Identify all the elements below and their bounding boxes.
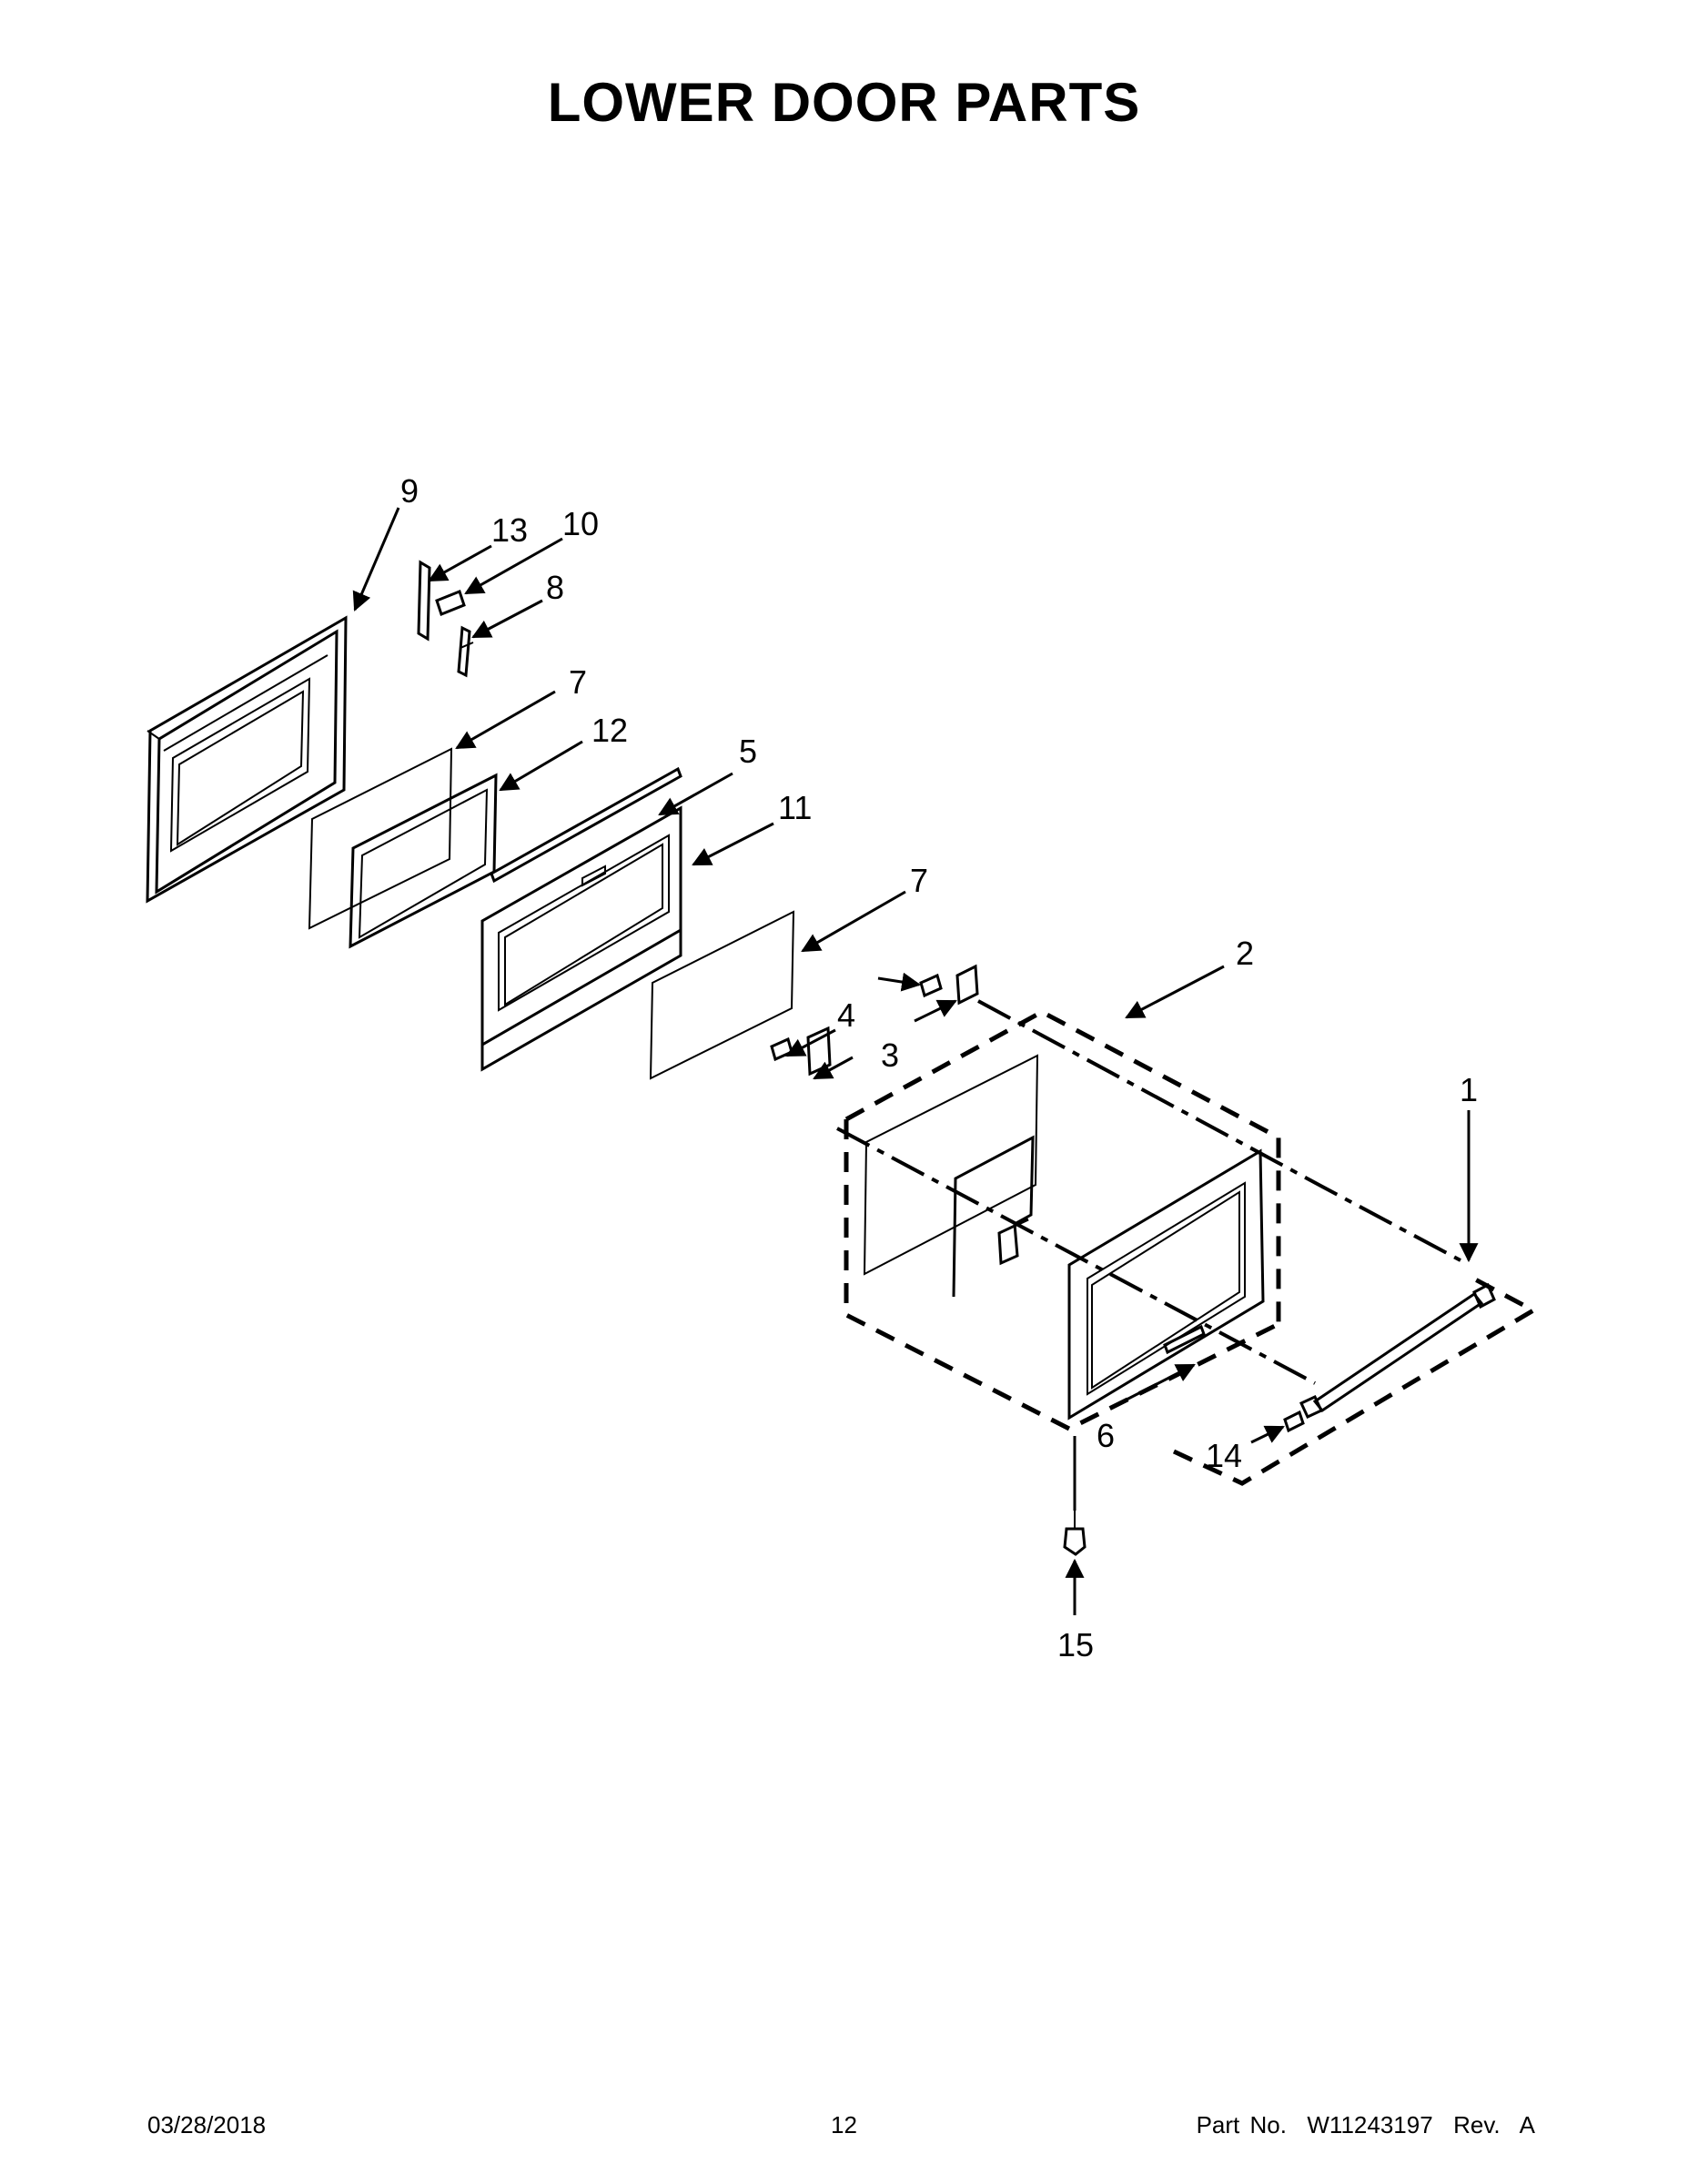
part-1-handle-assembly: [1172, 1271, 1539, 1486]
callout-11: 11: [778, 789, 812, 826]
part-11-inner-door-frame: [480, 805, 682, 1072]
callout-1: 1: [1460, 1071, 1478, 1108]
callout-5: 5: [739, 733, 757, 770]
part-4-screw-upper: [919, 973, 943, 998]
part-9-inner-door-liner: [146, 615, 348, 904]
callout-7-lower: 7: [910, 862, 928, 899]
footer-page-number: 12: [831, 2111, 857, 2138]
callout-8: 8: [546, 569, 564, 606]
part-3-hinge-bracket-upper: [955, 964, 979, 1006]
callout-15: 15: [1057, 1626, 1094, 1663]
callout-7-upper: 7: [569, 663, 587, 701]
part-7-glass-upper: [308, 747, 453, 930]
callout-13: 13: [491, 511, 528, 549]
part-5-vent-strip: [490, 766, 682, 884]
part-8-hinge-receiver: [457, 625, 474, 678]
callout-9: 9: [400, 472, 419, 510]
footer-date: 03/28/2018: [147, 2111, 267, 2138]
part-14-handle-screw: [1283, 1410, 1305, 1433]
part-10-hinge-screw: [435, 590, 466, 616]
page-title: LOWER DOOR PARTS: [547, 72, 1141, 133]
callout-2: 2: [1236, 935, 1254, 972]
part-2-outer-door-assembly: [836, 999, 1461, 1431]
callout-4: 4: [837, 996, 855, 1034]
callout-14: 14: [1206, 1437, 1242, 1474]
callout-3: 3: [881, 1036, 899, 1074]
part-13-hinge-plate: [417, 560, 431, 642]
callout-12: 12: [591, 712, 628, 749]
footer-part-number: Part No. W11243197 Rev. A: [1196, 2111, 1535, 2138]
callout-10: 10: [562, 505, 599, 542]
callout-6: 6: [1097, 1417, 1115, 1454]
part-7-glass-lower: [649, 910, 795, 1080]
part-15-door-screw: [1063, 1511, 1087, 1556]
part-12-glass-gasket: [349, 773, 498, 949]
